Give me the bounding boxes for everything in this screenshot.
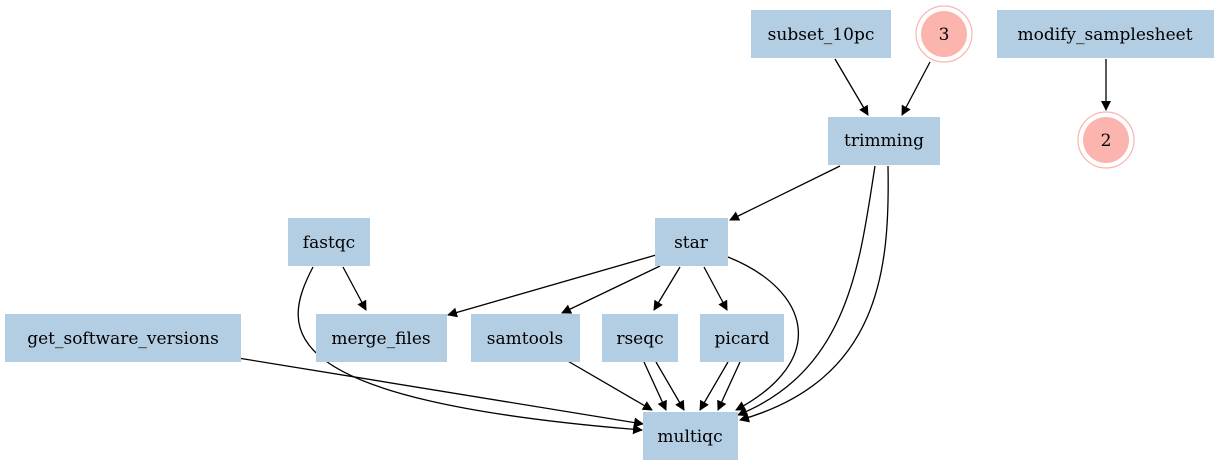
node-fastqc[interactable]: fastqc	[288, 218, 370, 266]
node-get-software-versions[interactable]: get_software_versions	[5, 314, 241, 362]
edge-subset-to-trimming	[834, 58, 869, 116]
node-subset-10pc[interactable]: subset_10pc	[751, 10, 891, 58]
node-label: 3	[939, 25, 950, 45]
edge-trimming-to-star	[729, 165, 841, 221]
node-picard[interactable]: picard	[700, 314, 784, 362]
edge-picard-to-multiqc-b	[717, 361, 741, 411]
node-merge-files[interactable]: merge_files	[316, 314, 447, 362]
node-label: picard	[715, 329, 770, 349]
edge-rseqc-to-multiqc-a	[643, 361, 667, 411]
node-2[interactable]: 2	[1077, 111, 1135, 169]
node-label: rseqc	[616, 329, 663, 349]
node-label: get_software_versions	[27, 329, 219, 349]
node-modify-samplesheet[interactable]: modify_samplesheet	[997, 10, 1214, 58]
node-samtools[interactable]: samtools	[471, 314, 580, 362]
node-label: subset_10pc	[768, 25, 875, 45]
node-multiqc[interactable]: multiqc	[643, 412, 738, 460]
edge-star-to-samtools	[561, 265, 661, 314]
node-rseqc[interactable]: rseqc	[602, 314, 678, 362]
node-star[interactable]: star	[655, 218, 728, 266]
edge-versions-to-multiqc	[237, 357, 644, 428]
node-label: multiqc	[657, 427, 722, 447]
edge-samtools-to-multiqc	[565, 359, 653, 411]
node-trimming[interactable]: trimming	[828, 117, 940, 165]
edges	[237, 58, 1111, 435]
edge-star-to-multiqc	[727, 256, 800, 411]
node-3[interactable]: 3	[915, 5, 973, 63]
edge-trimming-to-multiqc-b	[739, 165, 889, 423]
edge-star-to-merge	[447, 254, 657, 318]
edge-trimming-to-multiqc-a	[737, 165, 876, 417]
edge-fastqc-to-merge	[342, 266, 367, 311]
node-label: fastqc	[303, 233, 355, 253]
edge-star-to-picard	[703, 266, 728, 311]
node-label: samtools	[487, 329, 563, 349]
nodes: subset_10pc 3 modify_samplesheet 2 trimm…	[5, 5, 1214, 460]
node-label: trimming	[844, 131, 924, 151]
edge-star-to-rseqc	[653, 266, 681, 311]
edge-rseqc-to-multiqc-b	[655, 361, 685, 411]
edge-3-to-trimming	[901, 61, 931, 116]
node-label: star	[674, 233, 709, 253]
node-label: modify_samplesheet	[1017, 25, 1192, 45]
node-label: 2	[1101, 131, 1112, 151]
node-label: merge_files	[331, 329, 430, 349]
edge-picard-to-multiqc-a	[699, 361, 729, 411]
